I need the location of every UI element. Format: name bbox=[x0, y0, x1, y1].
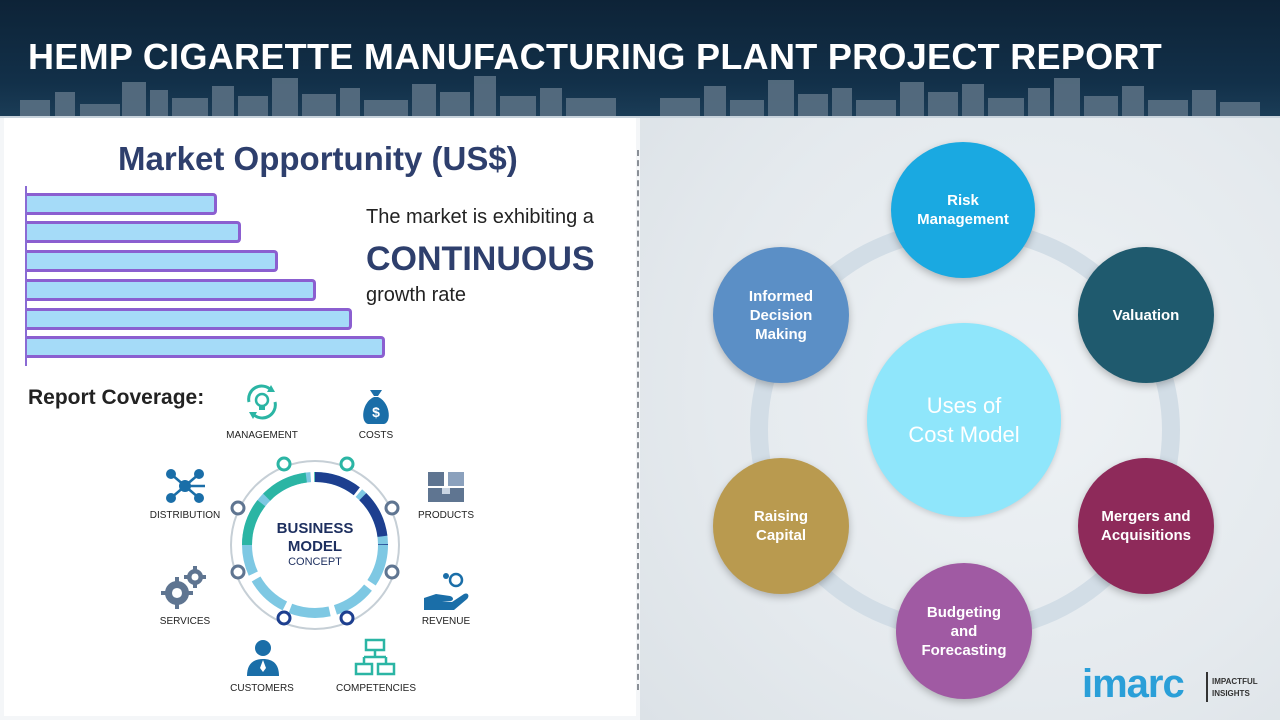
logo-tagline-line2: INSIGHTS bbox=[1212, 689, 1250, 698]
coverage-customers-label: CUSTOMERS bbox=[230, 683, 294, 694]
page-title: HEMP CIGARETTE MANUFACTURING PLANT PROJE… bbox=[28, 36, 1163, 77]
business-model-line3: CONCEPT bbox=[288, 556, 342, 568]
hierarchy-icon bbox=[354, 638, 396, 676]
growth-bar bbox=[27, 336, 385, 358]
coverage-services-label: SERVICES bbox=[159, 616, 211, 627]
hand-coins-icon bbox=[424, 572, 469, 610]
business-model-wheel: BUSINESS MODEL CONCEPT bbox=[230, 456, 400, 630]
growth-bar bbox=[27, 221, 241, 243]
growth-bar bbox=[27, 250, 278, 272]
uses-center-line2: Cost Model bbox=[908, 422, 1020, 447]
uses-center-line1: Uses of bbox=[926, 393, 1002, 418]
trend-text: The market is exhibiting a bbox=[366, 206, 594, 228]
logo-tagline-line1: IMPACTFUL bbox=[1212, 677, 1258, 686]
business-model-line2: MODEL bbox=[288, 538, 342, 555]
growth-bar bbox=[27, 279, 316, 301]
coverage-revenue-label: REVENUE bbox=[421, 616, 471, 627]
coverage-management-label: MANAGEMENT bbox=[226, 430, 298, 441]
trend-text-end: growth rate bbox=[366, 284, 467, 306]
network-icon bbox=[166, 469, 205, 503]
svg-text:$: $ bbox=[372, 404, 380, 420]
panel-divider bbox=[637, 150, 639, 690]
lightbulb-cycle-icon bbox=[247, 384, 277, 420]
node-valuation: Valuation bbox=[1078, 247, 1214, 383]
market-opportunity-title: Market Opportunity (US$) bbox=[118, 140, 518, 177]
gears-icon bbox=[161, 566, 206, 609]
coverage-costs-label: COSTS bbox=[358, 430, 394, 441]
coverage-products-label: PRODUCTS bbox=[417, 510, 475, 521]
imarc-logo: imarc bbox=[1082, 662, 1185, 706]
uses-center-circle: Uses of Cost Model bbox=[867, 323, 1061, 517]
trend-emphasis: CONTINUOUS bbox=[366, 240, 595, 278]
header-banner: HEMP CIGARETTE MANUFACTURING PLANT PROJE… bbox=[0, 0, 1280, 118]
boxes-icon bbox=[428, 472, 464, 502]
growth-bar bbox=[27, 308, 352, 330]
coverage-distribution-label: DISTRIBUTION bbox=[149, 510, 221, 521]
coverage-competencies-label: COMPETENCIES bbox=[335, 683, 416, 694]
money-bag-icon: $ bbox=[363, 390, 389, 424]
business-model-line1: BUSINESS bbox=[277, 520, 354, 537]
report-coverage-label: Report Coverage: bbox=[28, 386, 205, 409]
growth-bar bbox=[27, 193, 217, 215]
city-skyline-graphic bbox=[0, 76, 1280, 118]
bar-axis bbox=[25, 186, 27, 366]
person-icon bbox=[247, 640, 279, 676]
logo-separator bbox=[1206, 672, 1208, 702]
